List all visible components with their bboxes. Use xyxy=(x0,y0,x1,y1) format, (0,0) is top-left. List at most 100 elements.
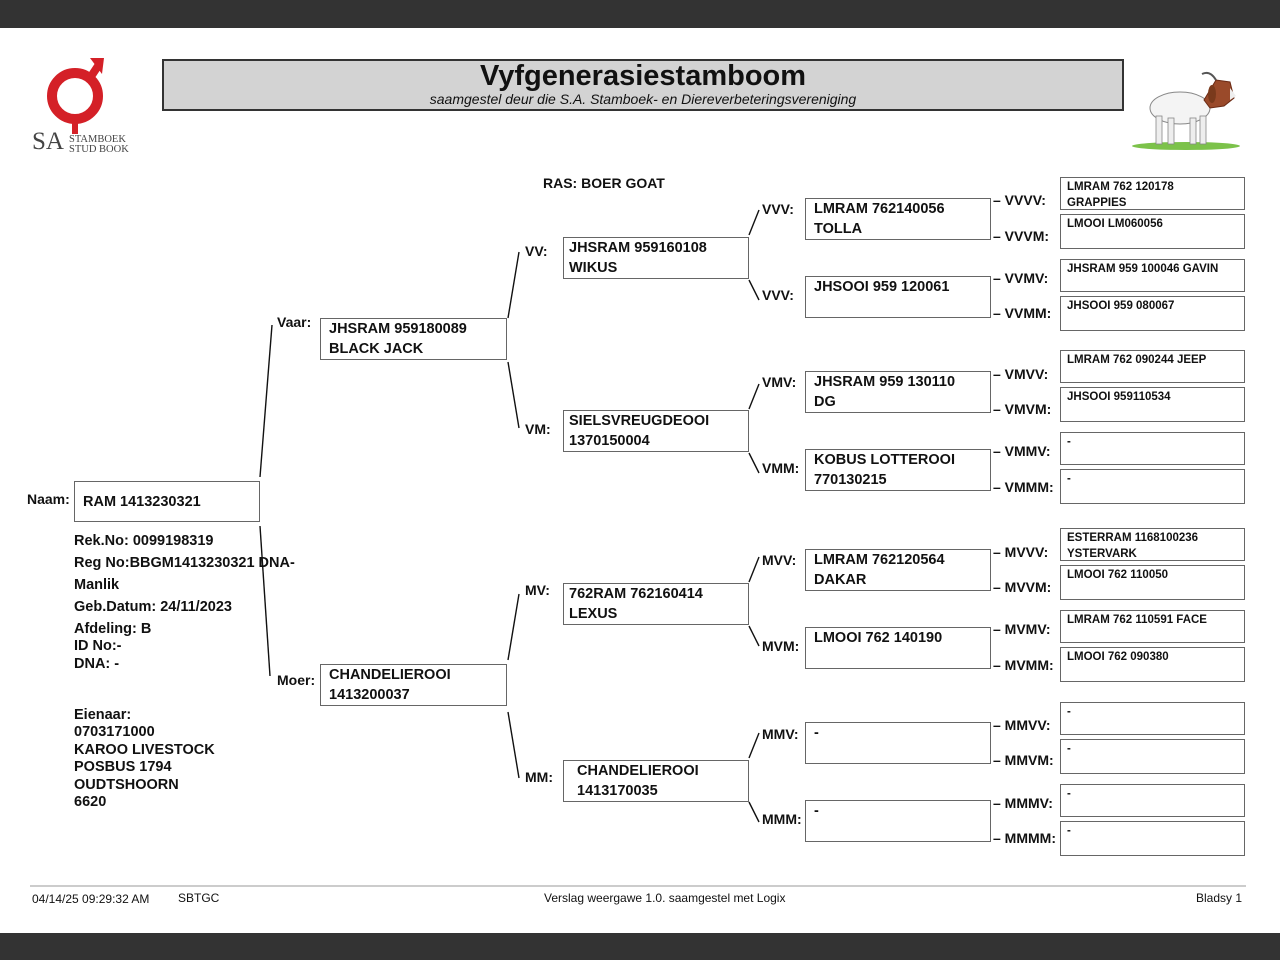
gen4-box: JHSOOI 959 080067 xyxy=(1060,296,1245,331)
gen3-label: VMV: xyxy=(762,374,797,390)
info-birth-date: Geb.Datum: 24/11/2023 xyxy=(74,599,232,615)
logo-stamboek-text: STAMBOEK xyxy=(69,134,126,145)
gen4-box: - xyxy=(1060,469,1245,504)
gen4-label: – MMVM: xyxy=(993,752,1054,768)
logo-studbook-text: STUD BOOK xyxy=(69,144,129,155)
gen4-line1: LMRAM 762 120178 xyxy=(1067,181,1174,193)
gen4-label: – VVMM: xyxy=(993,305,1052,321)
gen4-box: - xyxy=(1060,432,1245,465)
gen4-label: – VVVV: xyxy=(993,192,1046,208)
gen4-line2: YSTERVARK xyxy=(1067,548,1137,560)
sire-line2: BLACK JACK xyxy=(329,340,424,357)
gen4-label: – MMMV: xyxy=(993,795,1053,811)
gen4-box: - xyxy=(1060,784,1245,817)
gen2-line2: 1413170035 xyxy=(577,782,658,799)
page-subtitle: saamgestel deur die S.A. Stamboek- en Di… xyxy=(429,91,857,107)
name-label: Naam: xyxy=(27,491,70,507)
dam-line1: CHANDELIEROOI xyxy=(329,667,451,683)
gen3-line1: KOBUS LOTTEROOI xyxy=(814,452,955,468)
gen3-label: MVM: xyxy=(762,638,800,654)
gen3-line1: LMOOI 762 140190 xyxy=(814,630,943,646)
sire-box: JHSRAM 959180089 BLACK JACK xyxy=(320,318,507,360)
sa-stud-book-logo: SA STAMBOEK STUD BOOK xyxy=(30,56,135,156)
gen3-line1: - xyxy=(814,803,819,819)
owner-name: KAROO LIVESTOCK xyxy=(74,742,215,758)
gen4-label: – MVVV: xyxy=(993,544,1049,560)
owner-number: 0703171000 xyxy=(74,724,155,740)
gen4-label: – VMVV: xyxy=(993,366,1049,382)
gen3-box: KOBUS LOTTEROOI 770130215 xyxy=(805,449,991,491)
breed-label: RAS: BOER GOAT xyxy=(543,175,665,191)
gen4-line1: ESTERRAM 1168100236 xyxy=(1067,532,1199,544)
gen4-label: – MMMM: xyxy=(993,830,1056,846)
gen4-line1: - xyxy=(1067,473,1071,485)
gen3-line1: LMRAM 762140056 xyxy=(814,201,945,217)
gen4-box: LMOOI 762 110050 xyxy=(1060,565,1245,600)
dam-line2: 1413200037 xyxy=(329,686,410,703)
gen4-box: ESTERRAM 1168100236 YSTERVARK xyxy=(1060,528,1245,561)
gen3-box: LMRAM 762120564 DAKAR xyxy=(805,549,991,591)
gen4-line1: LMOOI 762 110050 xyxy=(1067,569,1169,581)
goat-illustration xyxy=(1130,66,1242,150)
gen4-box: LMRAM 762 110591 FACE xyxy=(1060,610,1245,643)
logo-sa-text: SA xyxy=(32,128,64,155)
dam-box: CHANDELIEROOI 1413200037 xyxy=(320,664,507,706)
gen3-line2: TOLLA xyxy=(814,220,863,237)
subject-animal-box: RAM 1413230321 xyxy=(74,481,260,522)
subject-animal-name: RAM 1413230321 xyxy=(83,494,201,510)
info-rek-no: Rek.No: 0099198319 xyxy=(74,533,214,549)
gen3-label: VMM: xyxy=(762,460,800,476)
gen2-box: JHSRAM 959160108 WIKUS xyxy=(563,237,749,279)
gen4-line1: LMOOI 762 090380 xyxy=(1067,651,1169,663)
gen4-label: – MVMV: xyxy=(993,621,1051,637)
gen1-label: Vaar: xyxy=(277,314,312,330)
gen2-line1: JHSRAM 959160108 xyxy=(569,240,707,256)
gen4-label: – VVVM: xyxy=(993,228,1050,244)
boer-goat-icon xyxy=(1132,71,1240,150)
gen2-box: 762RAM 762160414 LEXUS xyxy=(563,583,749,625)
gen2-box: CHANDELIEROOI 1413170035 xyxy=(563,760,749,802)
gen2-label: VV: xyxy=(525,243,548,259)
page-title: Vyfgenerasiestamboom xyxy=(479,60,807,92)
gen3-box: LMOOI 762 140190 xyxy=(805,627,991,669)
gen4-line1: - xyxy=(1067,436,1071,448)
gen3-line1: - xyxy=(814,725,819,741)
bottom-bar xyxy=(0,933,1280,960)
gen4-label: – MMVV: xyxy=(993,717,1051,733)
footer-report: Verslag weergawe 1.0. saamgestel met Log… xyxy=(544,891,786,905)
gen3-line1: LMRAM 762120564 xyxy=(814,552,945,568)
gen4-line1: - xyxy=(1067,788,1071,800)
info-section: Afdeling: B xyxy=(74,621,152,637)
gen4-line1: LMOOI LM060056 xyxy=(1067,218,1163,230)
owner-town: OUDTSHOORN xyxy=(74,777,179,793)
gen4-label: – MVMM: xyxy=(993,657,1054,673)
gen2-label: MM: xyxy=(525,769,553,785)
gen1-label: Moer: xyxy=(277,672,316,688)
gen3-box: JHSOOI 959 120061 xyxy=(805,276,991,318)
gen4-label: – VMMM: xyxy=(993,479,1054,495)
gen3-label: MMM: xyxy=(762,811,802,827)
gen3-line2: DAKAR xyxy=(814,571,867,588)
gen4-line1: JHSOOI 959 080067 xyxy=(1067,300,1175,312)
gen4-box: JHSRAM 959 100046 GAVIN xyxy=(1060,259,1245,292)
gen4-box: LMOOI LM060056 xyxy=(1060,214,1245,249)
gen4-label: – VMMV: xyxy=(993,443,1051,459)
gen2-label: MV: xyxy=(525,582,550,598)
info-id-no: ID No:- xyxy=(74,638,122,654)
gen3-label: MMV: xyxy=(762,726,799,742)
owner-postcode: 6620 xyxy=(74,794,107,810)
gen2-line1: 762RAM 762160414 xyxy=(569,586,703,602)
gen4-label: – MVVM: xyxy=(993,579,1052,595)
gen4-box: - xyxy=(1060,821,1245,856)
gen4-box: - xyxy=(1060,702,1245,735)
gen3-box: - xyxy=(805,722,991,764)
footer-timestamp: 04/14/25 09:29:32 AM xyxy=(32,892,150,906)
owner-label: Eienaar: xyxy=(74,707,132,723)
gen3-label: VVV: xyxy=(762,287,794,303)
gen2-line2: WIKUS xyxy=(569,259,618,276)
gen3-line2: DG xyxy=(814,393,836,410)
gen2-label: VM: xyxy=(525,421,551,437)
gen3-label: MVV: xyxy=(762,552,797,568)
info-reg-no: Reg No:BBGM1413230321 DNA- xyxy=(74,555,295,571)
